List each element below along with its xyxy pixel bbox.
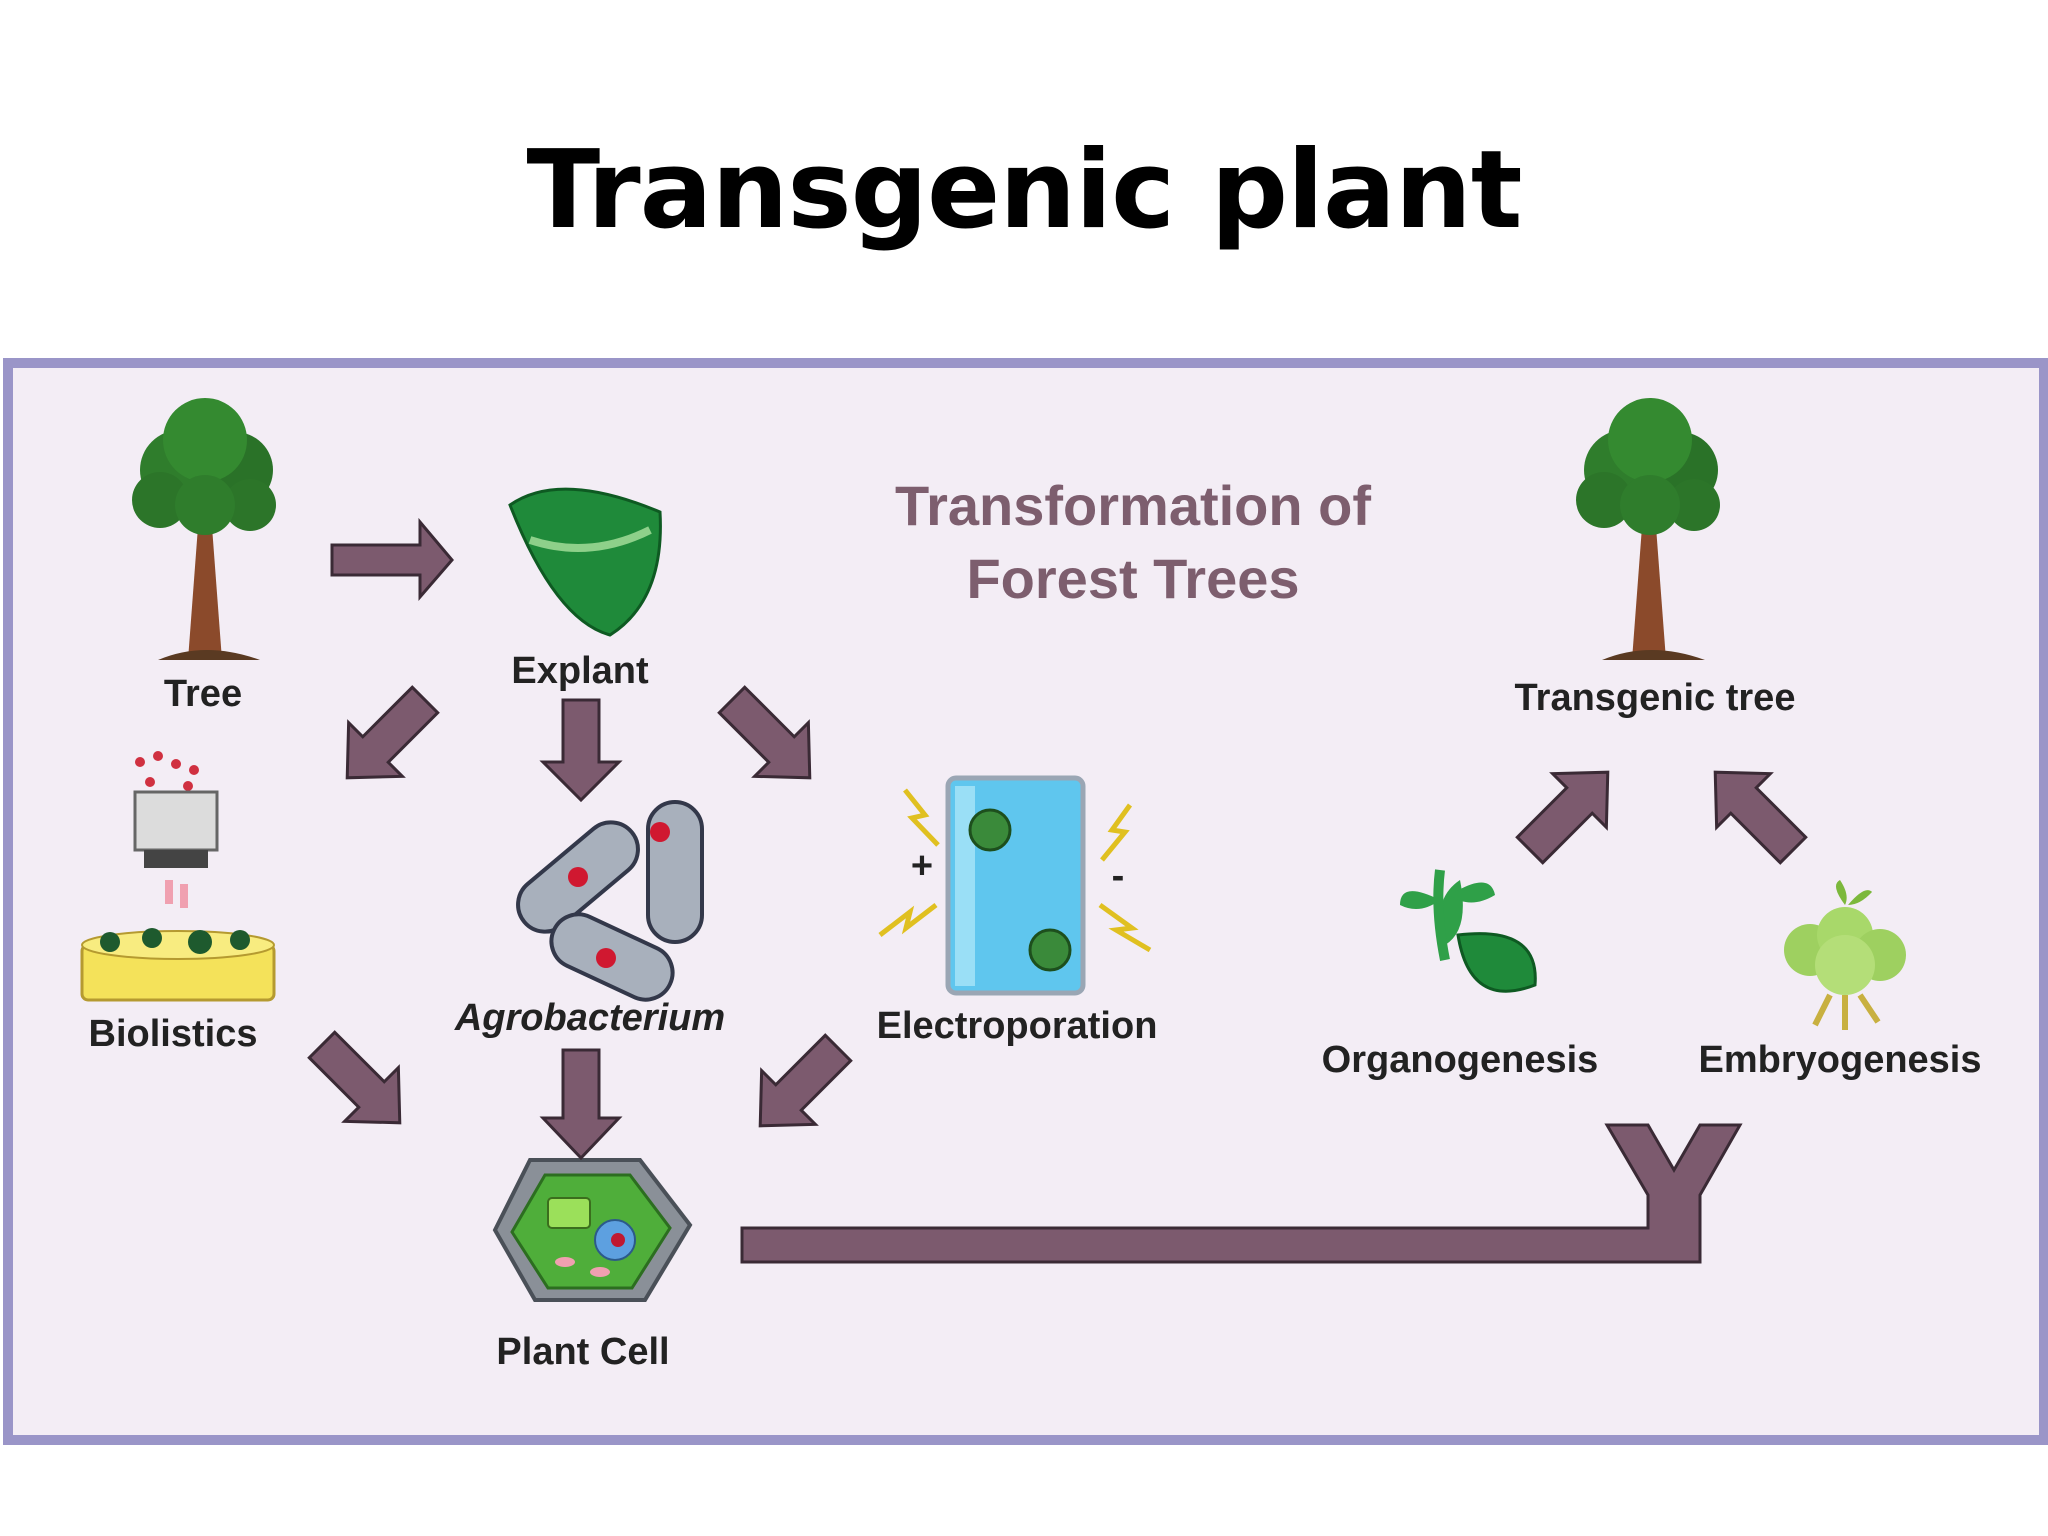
label-transgenic-tree: Transgenic tree: [1515, 677, 1796, 719]
electroporation-cuvette-icon: [878, 775, 1152, 996]
arrow-explant-to-biolistics: [345, 685, 440, 780]
label-plant-cell: Plant Cell: [496, 1331, 669, 1373]
fork-spacer: [1595, 1100, 1650, 1160]
label-tree: Tree: [164, 673, 242, 715]
plus-sign: +: [911, 845, 933, 887]
arrow-organogenesis-to-transgenic-tree: [1515, 770, 1610, 865]
arrow-electroporation-to-plant-cell: [758, 1033, 853, 1128]
arrow-embryogenesis-to-transgenic-tree: [1713, 770, 1808, 865]
label-electroporation: Electroporation: [877, 1005, 1158, 1047]
slide-title: Transgenic plant: [526, 128, 1523, 253]
arrow-tree-to-explant: [330, 517, 454, 602]
plant-cell-icon: [492, 1158, 693, 1302]
minus-sign: -: [1112, 855, 1125, 897]
arrow-biolistics-to-plant-cell: [307, 1030, 402, 1125]
label-agrobacterium: Agrobacterium: [454, 997, 725, 1039]
diagram-heading-line1: Transformation of: [895, 474, 1371, 537]
label-explant: Explant: [511, 650, 649, 692]
arrow-explant-to-agrobacterium: [539, 698, 623, 803]
label-biolistics: Biolistics: [89, 1013, 258, 1055]
bacteria-icon: [516, 800, 704, 1002]
gene-gun-icon: [80, 751, 276, 1002]
transgenic-tree-icon: [1576, 398, 1720, 660]
embryogenesis-callus-icon: [1784, 880, 1906, 1030]
arrow-plant-cell-to-regeneration: [740, 1123, 1743, 1264]
label-organogenesis: Organogenesis: [1322, 1039, 1599, 1081]
diagram-heading-line2: Forest Trees: [966, 547, 1299, 610]
arrow-agrobacterium-to-plant-cell: [539, 1048, 623, 1161]
arrow-explant-to-electroporation: [717, 685, 812, 780]
label-embryogenesis: Embryogenesis: [1699, 1039, 1982, 1081]
organogenesis-sprout-icon: [1400, 869, 1537, 993]
leaf-icon: [508, 487, 662, 637]
tree-icon: [132, 398, 276, 660]
